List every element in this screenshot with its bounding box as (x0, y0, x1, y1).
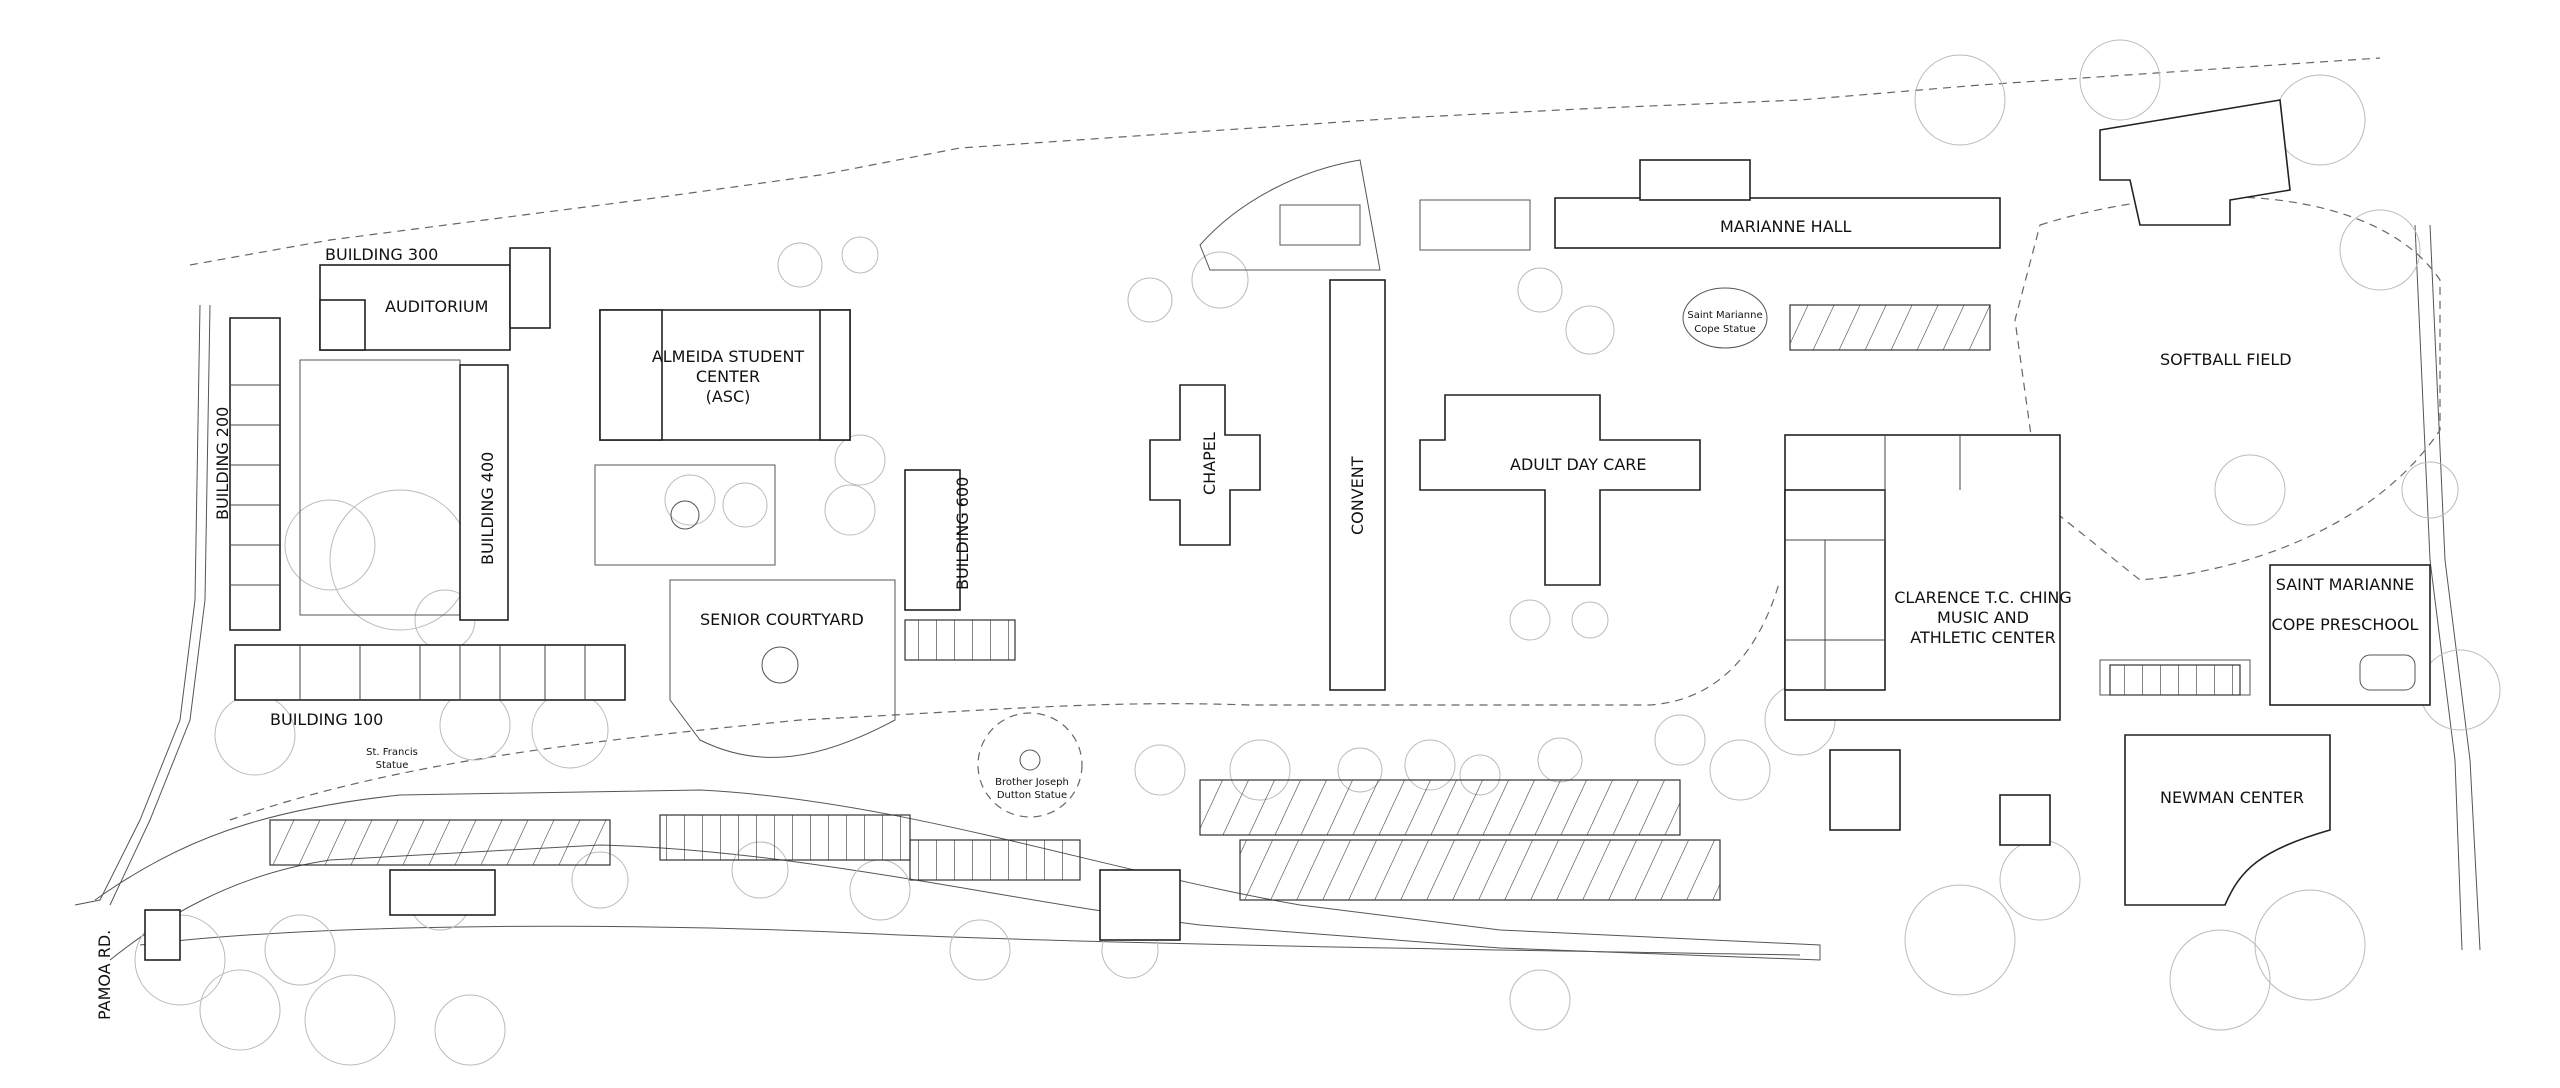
label-ching-line1: CLARENCE T.C. CHING (1894, 588, 2072, 607)
label-ching-line3: ATHLETIC CENTER (1910, 628, 2056, 647)
parking-lots (269, 304, 2241, 901)
label-preschool-line1: SAINT MARIANNE (2276, 575, 2415, 594)
label-senior-courtyard: SENIOR COURTYARD (700, 610, 864, 629)
label-auditorium: AUDITORIUM (385, 297, 488, 316)
label-asc-line1: ALMEIDA STUDENT (652, 347, 805, 366)
label-brother-joseph-line1: Brother Joseph (995, 777, 1069, 788)
label-marianne-hall: MARIANNE HALL (1720, 217, 1852, 236)
label-chapel: CHAPEL (1200, 432, 1219, 495)
property-line (189, 57, 2381, 266)
label-asc-line3: (ASC) (706, 387, 751, 406)
label-newman-center: NEWMAN CENTER (2160, 788, 2304, 807)
label-building-400: BUILDING 400 (478, 452, 497, 565)
west-wall (74, 304, 201, 906)
label-adult-day-care: ADULT DAY CARE (1510, 455, 1647, 474)
inner-driveway (229, 579, 1781, 821)
label-pamoa-rd: PAMOA RD. (95, 930, 114, 1020)
label-convent: CONVENT (1348, 456, 1367, 535)
label-preschool-line2: COPE PRESCHOOL (2272, 615, 2419, 634)
label-st-francis-line2: Statue (376, 760, 409, 771)
softball-field-outline (2014, 196, 2441, 581)
trees (134, 39, 2501, 1066)
label-building-300: BUILDING 300 (325, 245, 438, 264)
east-wall (2429, 224, 2481, 951)
label-asc-line2: CENTER (696, 367, 760, 386)
buildings (144, 99, 2431, 961)
label-building-200: BUILDING 200 (213, 407, 232, 520)
label-marianne-statue-line2: Cope Statue (1694, 324, 1756, 335)
lower-road (139, 925, 1801, 956)
label-brother-joseph-line2: Dutton Statue (997, 790, 1067, 801)
label-st-francis-line1: St. Francis (366, 747, 418, 758)
label-softball-field: SOFTBALL FIELD (2160, 350, 2292, 369)
label-ching-line2: MUSIC AND (1937, 608, 2029, 627)
label-building-100: BUILDING 100 (270, 710, 383, 729)
map-labels: BUILDING 300 AUDITORIUM BUILDING 200 BUI… (95, 217, 2419, 1020)
label-marianne-statue-line1: Saint Marianne (1687, 310, 1762, 321)
label-building-600: BUILDING 600 (953, 477, 972, 590)
